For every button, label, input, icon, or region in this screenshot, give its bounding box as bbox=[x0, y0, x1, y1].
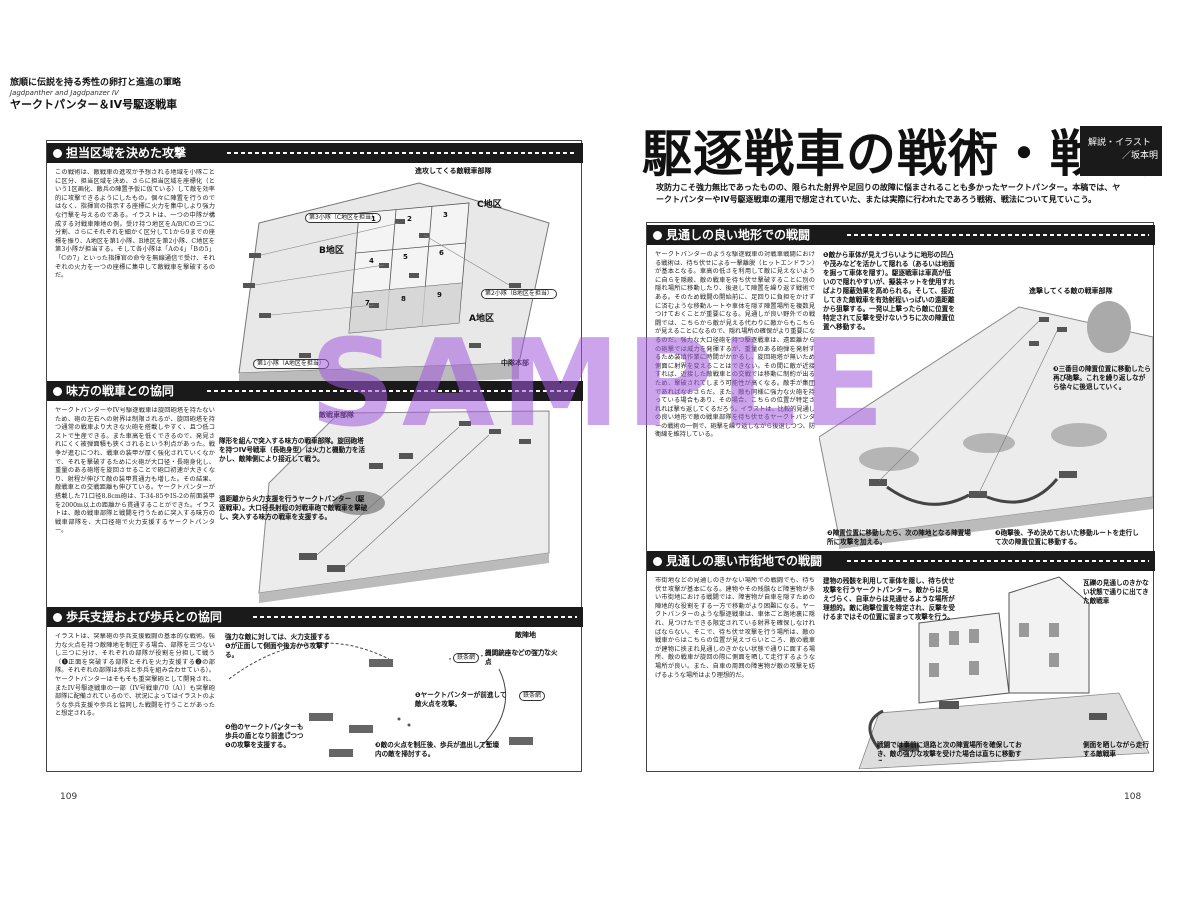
label-enemy-advance: 進撃してくる敵の戦車部隊 bbox=[1029, 287, 1113, 295]
bullet-dot bbox=[653, 231, 662, 240]
running-header-line2: Jagdpanther and Jagdpanzer IV bbox=[10, 89, 119, 97]
bullet-dot bbox=[53, 387, 62, 396]
label-platoon-1: 第1小隊（A地区を担当） bbox=[253, 359, 329, 369]
note-second-position: ❷陣置位置に移動したら、次の陣地となる陣置場所に攻撃を加える。 bbox=[827, 529, 971, 546]
note-fire-support: 遠距離から火力支援を行うヤークトパンター（駆逐戦車）。大口径長射程の対戦車砲で敵… bbox=[219, 495, 368, 521]
label-zone-a: A地区 bbox=[469, 314, 494, 324]
running-header-line1: 旅順に伝説を持る秀性の卵打と進進の軍略 bbox=[10, 78, 182, 88]
credit-box: 解説・イラスト ／坂本明 bbox=[1080, 126, 1162, 176]
label-enemy-group: 進攻してくる敵戦車部隊 bbox=[415, 167, 492, 175]
label-obstacle: 鉄条網 bbox=[453, 653, 480, 663]
heading-rule bbox=[207, 390, 577, 392]
note-retreat: 戦闘では事前に退路と次の陣置場所を確保しておき、敵の強力な攻撃を受けた場合は直ち… bbox=[877, 741, 1022, 761]
running-header: 旅順に伝説を持る秀性の卵打と進進の軍略 Jagdpanther and Jagd… bbox=[10, 78, 310, 111]
note-building-ambush: 建物の残骸を利用して車体を隠し、待ち伏せ攻撃を行うヤークトパンター。敵からは見え… bbox=[823, 577, 955, 621]
label-hq: 中隊本部 bbox=[501, 359, 529, 367]
section-heading-open-terrain: 見通しの良い地形での戦闘 bbox=[647, 225, 1155, 245]
section-heading-text: 歩兵支援および歩兵との協同 bbox=[66, 610, 222, 624]
right-page: 見通しの良い地形での戦闘 ヤークトパンターのような駆逐戦車の対戦車戦闘における戦… bbox=[646, 222, 1155, 772]
infantry-support-illustration: 強力な敵に対しては、火力支援する❶が正面して側面や後方から攻撃する。 敵陣地 機… bbox=[219, 629, 579, 769]
credit-line1: 解説・イラスト bbox=[1088, 138, 1151, 148]
page-number-right: 108 bbox=[1124, 792, 1142, 802]
section-body-urban: 市街地などの見通しのきかない場所での戦闘でも、待ち伏せ攻撃が基本になる。建物やそ… bbox=[655, 577, 815, 679]
note-suppress: ❸敵の火点を制圧後、歩兵が進出して塹壕内の敵を掃討する。 bbox=[375, 741, 500, 758]
tank-cooperation-diagram bbox=[258, 410, 550, 603]
grid-number: 1 bbox=[371, 215, 376, 223]
label-zone-c: C地区 bbox=[477, 200, 502, 210]
note-enemy-street: 瓦礫の見通しのきかない状態で通りに出てきた敵戦車 bbox=[1083, 579, 1149, 605]
note-third-position: ❸三番目の陣置位置に移動したら再び砲撃。これを繰り返しながら徐々に後退していく。 bbox=[1053, 365, 1151, 391]
open-terrain-illustration: ❶敵から車体が見えづらいように地形の凹凸や茂みなどを活かして隠れる（あるいは地面… bbox=[818, 247, 1154, 551]
heading-rule bbox=[847, 234, 1149, 236]
section-heading-text: 見通しの悪い市街地での戦闘 bbox=[666, 554, 823, 568]
heading-rule bbox=[227, 152, 577, 154]
note-advancing-tanks: 隊形を組んで突入する味方の戦車部隊。旋回砲塔を持つIV号戦車（長砲身型）は火力と… bbox=[219, 437, 366, 463]
tank-cooperation-illustration: 敵戦車部隊 隊形を組んで突入する味方の戦車部隊。旋回砲塔を持つIV号戦車（長砲身… bbox=[219, 403, 579, 603]
article-title: 駆逐戦車の戦術・戦法 bbox=[642, 124, 1152, 183]
left-page: 担当区域を決めた攻撃 この戦術は、敵戦車の進攻が予想される地域を小隊ごとに区分、… bbox=[46, 140, 583, 772]
label-obstacle: 鉄条網 bbox=[519, 691, 546, 701]
note-fire-support: 強力な敵に対しては、火力支援する❶が正面して側面や後方から攻撃する。 bbox=[225, 633, 331, 659]
grid-number: 3 bbox=[443, 211, 448, 219]
section-heading-text: 見通しの良い地形での戦闘 bbox=[666, 228, 811, 242]
section-heading-tank-cooperation: 味方の戦車との協同 bbox=[47, 381, 583, 401]
grid-number: 9 bbox=[437, 291, 442, 299]
zone-defense-illustration: 進攻してくる敵戦車部隊 C地区 B地区 A地区 第3小隊（C地区を担当） 第2小… bbox=[219, 163, 579, 391]
grid-number: 4 bbox=[369, 257, 374, 265]
note-move-route: ❸砲撃後、予め決めておいた移動ルートを走行して次の陣置位置に移動する。 bbox=[995, 529, 1139, 546]
label-zone-b: B地区 bbox=[319, 246, 344, 256]
urban-combat-illustration: 建物の残骸を利用して車体を隠し、待ち伏せ攻撃を行うヤークトパンター。敵からは見え… bbox=[819, 573, 1153, 770]
label-strong-point: 機関銃座などの強力な火点 bbox=[485, 649, 558, 666]
section-body-infantry: イラストは、突撃砲の歩兵支援戦闘の基本的な戦術。強力な火点を持つ敵陣地を制圧する… bbox=[55, 633, 215, 718]
bullet-dot bbox=[653, 557, 662, 566]
section-body-open-terrain: ヤークトパンターのような駆逐戦車の対戦車戦闘における戦術は、待ち伏せによる一撃離… bbox=[655, 251, 815, 439]
running-header-line3: ヤークトパンター＆IV号駆逐戦車 bbox=[10, 98, 178, 111]
label-enemy-tanks: 敵戦車部隊 bbox=[319, 411, 354, 419]
grid-number: 6 bbox=[439, 249, 444, 257]
heading-rule bbox=[847, 560, 1149, 562]
section-body-tank-cooperation: ヤークトパンターやIV号駆逐戦車は旋回砲塔を持たないため、砲の左右への射界は制限… bbox=[55, 407, 215, 535]
section-body-zone-attack: この戦術は、敵戦車の進攻が予想される地域を小隊ごとに区分、担当区域を決め、さらに… bbox=[55, 169, 215, 280]
label-platoon-2: 第2小隊（B地区を担当） bbox=[481, 289, 557, 299]
grid-number: 2 bbox=[407, 215, 412, 223]
urban-diagram bbox=[858, 576, 1150, 770]
label-enemy-position: 敵陣地 bbox=[515, 631, 536, 639]
section-heading-text: 味方の戦車との協同 bbox=[66, 384, 174, 398]
note-side-exposed: 側面を晒しながら走行する敵戦車 bbox=[1083, 741, 1149, 758]
grid-number: 7 bbox=[365, 299, 370, 307]
note-other-tanks: ❷他のヤークトパンターも歩兵の盾となり前進しつつ❶の攻撃を支援する。 bbox=[225, 723, 304, 749]
credit-line2: ／坂本明 bbox=[1121, 151, 1158, 161]
section-heading-urban: 見通しの悪い市街地での戦闘 bbox=[647, 551, 1155, 571]
page-number-left: 109 bbox=[60, 792, 78, 802]
bullet-dot bbox=[53, 149, 62, 158]
grid-number: 8 bbox=[401, 295, 406, 303]
label-platoon-3: 第3小隊（C地区を担当） bbox=[305, 213, 382, 223]
bullet-dot bbox=[53, 613, 62, 622]
section-heading-zone-attack: 担当区域を決めた攻撃 bbox=[47, 143, 583, 163]
section-heading-infantry: 歩兵支援および歩兵との協同 bbox=[47, 607, 583, 627]
note-advance-attack: ❶ヤークトパンターが前進して敵火点を攻撃。 bbox=[415, 691, 507, 708]
article-lead: 攻防力こそ強力無比であったものの、限られた射界や足回りの故障に悩まされることも多… bbox=[656, 183, 1121, 204]
zone-grid-diagram bbox=[238, 182, 550, 389]
grid-number: 5 bbox=[403, 253, 408, 261]
heading-rule bbox=[253, 616, 577, 618]
note-cover-ambush: ❶敵から車体が見えづらいように地形の凹凸や茂みなどを活かして隠れる（あるいは地面… bbox=[823, 251, 955, 331]
section-heading-text: 担当区域を決めた攻撃 bbox=[66, 146, 187, 160]
